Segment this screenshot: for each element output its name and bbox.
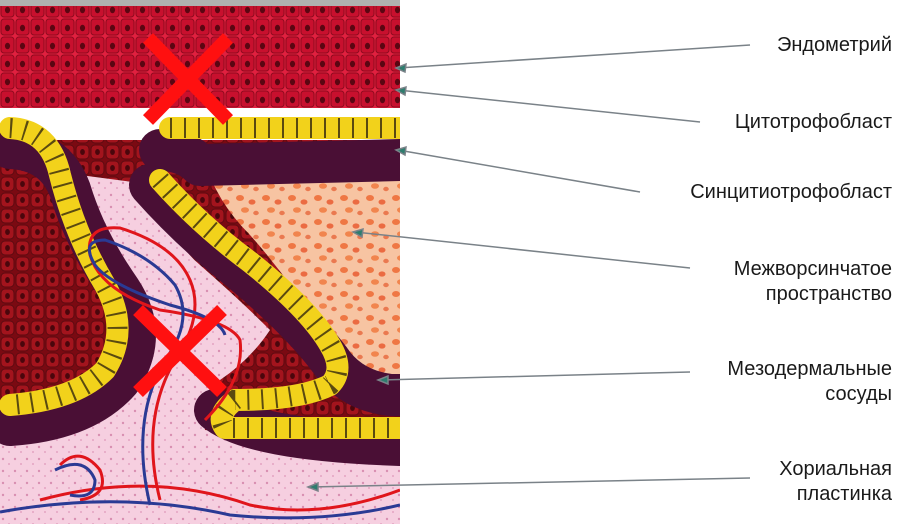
leader-intervillous [355, 232, 690, 268]
label-endometrium: Эндометрий [777, 33, 892, 58]
label-intervillous-space: Межворсинчатое пространство [734, 257, 892, 307]
label-syncytiotrophoblast: Синцитиотрофобласт [690, 180, 892, 205]
label-cytotrophoblast: Цитотрофобласт [735, 110, 892, 135]
label-chorionic-line-2: пластинка [779, 482, 892, 507]
endometrium-border [0, 0, 400, 6]
label-intervillous-line-1: Межворсинчатое [734, 257, 892, 282]
leader-endometrium [398, 45, 750, 68]
label-chorionic-plate: Хориальная пластинка [779, 457, 892, 507]
label-endometrium-text: Эндометрий [777, 33, 892, 58]
leader-mesodermal-vessels [380, 372, 690, 380]
label-cytotrophoblast-text: Цитотрофобласт [735, 110, 892, 135]
label-mesodermal-line-2: сосуды [727, 382, 892, 407]
tissue-panel [0, 0, 400, 524]
label-chorionic-line-1: Хориальная [779, 457, 892, 482]
label-mesodermal-line-1: Мезодермальные [727, 357, 892, 382]
label-mesodermal-vessels: Мезодермальные сосуды [727, 357, 892, 407]
leader-cytotrophoblast [398, 90, 700, 122]
leader-syncytiotrophoblast [398, 150, 640, 192]
label-syncytiotrophoblast-text: Синцитиотрофобласт [690, 180, 892, 205]
label-intervillous-line-2: пространство [734, 282, 892, 307]
